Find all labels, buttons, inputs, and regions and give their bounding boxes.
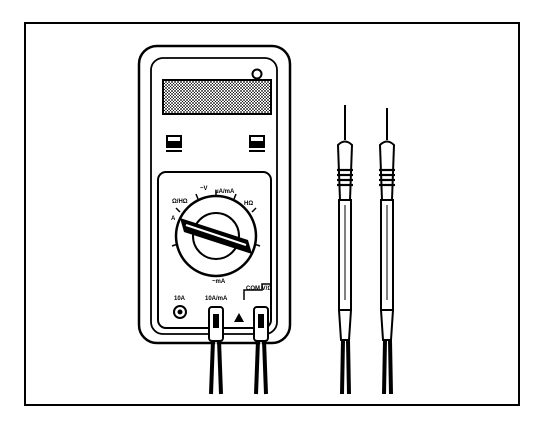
dial-label-volts: ~V: [200, 186, 208, 192]
jack-label-10a: 10A: [174, 296, 186, 302]
dial-label-amps: A: [171, 216, 176, 222]
jack-label-ma: 10A/mA: [205, 296, 228, 302]
test-probe-left: [336, 105, 354, 395]
lcd-display: [162, 79, 272, 115]
plug-left: [208, 306, 224, 395]
jack-label-com: COM V/Ω: [246, 286, 272, 292]
left-button: [166, 135, 182, 152]
jack-area: [173, 283, 272, 322]
dial-label-megaohm: HΩ: [244, 201, 253, 207]
test-probe-right: [378, 108, 396, 395]
jack-label-ma-top: ~mA: [212, 279, 226, 285]
warning-triangle-icon: [234, 313, 244, 322]
plug-right: [253, 306, 269, 395]
dial-label-ohm: Ω/HΩ: [172, 199, 188, 205]
power-indicator-icon: [251, 68, 263, 80]
rotary-dial: [171, 190, 261, 278]
dial-label-micro-amps: μA/mA: [215, 189, 235, 195]
right-button: [249, 135, 265, 152]
